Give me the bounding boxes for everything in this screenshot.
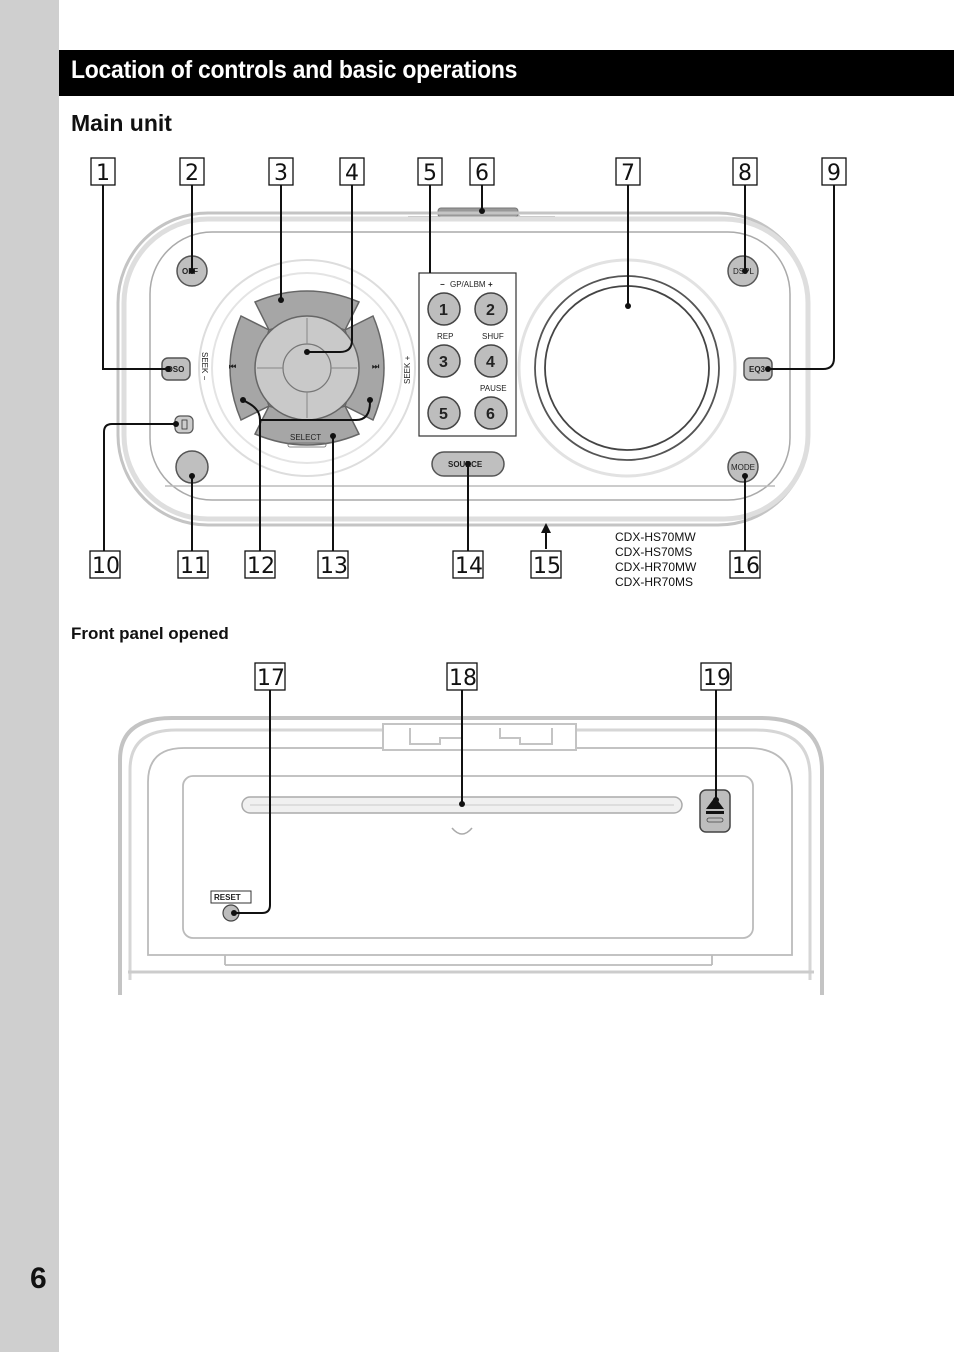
model-4: CDX-HR70MS [615, 575, 693, 589]
main-unit-diagram: ⏮ ⏭ SELECT SEEK − SEEK + OFF DSPL DSO EQ… [89, 157, 847, 589]
callout-8: 8 [732, 157, 758, 186]
preset-button-3[interactable]: 3 [427, 344, 461, 378]
callout-13: 13 [317, 550, 349, 579]
select-label: SELECT [290, 433, 321, 442]
svg-text:19: 19 [703, 666, 731, 691]
callout-4: 4 [339, 157, 365, 186]
page-side-strip [0, 0, 59, 1352]
svg-text:8: 8 [738, 161, 752, 186]
svg-text:16: 16 [732, 554, 760, 579]
front-panel-heading: Front panel opened [71, 624, 229, 643]
page-number: 6 [30, 1262, 47, 1295]
svg-text:13: 13 [320, 554, 348, 579]
svg-text:6: 6 [475, 161, 489, 186]
preset-button-4[interactable]: 4 [474, 344, 508, 378]
svg-text:17: 17 [257, 666, 285, 691]
reset-label: RESET [214, 893, 241, 902]
title-bar: Location of controls and basic operation… [59, 50, 954, 96]
rep-label: REP [437, 332, 453, 341]
svg-text:4: 4 [486, 354, 495, 371]
page-title: Location of controls and basic operation… [71, 56, 518, 84]
preset-button-2[interactable]: 2 [474, 292, 508, 326]
callout-11: 11 [177, 550, 209, 579]
svg-text:2: 2 [185, 161, 199, 186]
callout-18: 18 [446, 662, 478, 691]
svg-text:4: 4 [345, 161, 359, 186]
callout-9: 9 [821, 157, 847, 186]
preset-button-5[interactable]: 5 [427, 396, 461, 430]
callout-7: 7 [615, 157, 641, 186]
callout-14: 14 [452, 550, 484, 579]
next-track-glyph: ⏭ [372, 362, 380, 371]
callout-15: 15 [530, 550, 562, 579]
svg-text:7: 7 [621, 161, 635, 186]
svg-text:1: 1 [439, 302, 448, 319]
svg-text:6: 6 [486, 406, 495, 423]
callout-16: 16 [729, 550, 761, 579]
svg-text:15: 15 [533, 554, 561, 579]
front-panel-diagram: RESET 17 18 19 [118, 662, 824, 995]
minus-label: − [440, 280, 445, 289]
svg-text:10: 10 [92, 554, 120, 579]
pause-label: PAUSE [480, 384, 507, 393]
model-3: CDX-HR70MW [615, 560, 697, 574]
callout-5: 5 [417, 157, 443, 186]
model-2: CDX-HS70MS [615, 545, 692, 559]
svg-text:11: 11 [180, 554, 208, 579]
callout-19: 19 [700, 662, 732, 691]
main-unit-heading: Main unit [71, 110, 172, 136]
callout-3: 3 [268, 157, 294, 186]
svg-text:3: 3 [439, 354, 448, 371]
svg-text:5: 5 [423, 161, 437, 186]
preset-button-1[interactable]: 1 [427, 292, 461, 326]
seek-minus-label: SEEK − [200, 352, 209, 381]
callout-12: 12 [244, 550, 276, 579]
callout-10: 10 [89, 550, 121, 579]
seek-plus-label: SEEK + [403, 355, 412, 384]
preset-button-6[interactable]: 6 [474, 396, 508, 430]
mode-label: MODE [731, 463, 755, 472]
callout-1: 1 [90, 157, 116, 186]
model-1: CDX-HS70MW [615, 530, 696, 544]
svg-text:2: 2 [486, 302, 495, 319]
svg-text:3: 3 [274, 161, 288, 186]
svg-text:12: 12 [247, 554, 275, 579]
svg-text:1: 1 [96, 161, 110, 186]
eq3-label: EQ3 [749, 365, 766, 374]
reset-label-box: RESET [210, 890, 252, 904]
dso-label: DSO [167, 365, 184, 374]
leader-lines [102, 185, 835, 551]
callout-2: 2 [179, 157, 205, 186]
shuf-label: SHUF [482, 332, 504, 341]
callout-6: 6 [469, 157, 495, 186]
plus-label: + [488, 280, 493, 289]
gp-albm-label: GP/ALBM [450, 280, 486, 289]
mode-button[interactable]: MODE [727, 451, 759, 483]
prev-track-glyph: ⏮ [229, 362, 236, 371]
svg-text:5: 5 [439, 406, 448, 423]
eject-icon [706, 797, 724, 809]
svg-text:18: 18 [449, 666, 477, 691]
callout-17: 17 [254, 662, 286, 691]
svg-text:14: 14 [455, 554, 483, 579]
svg-text:9: 9 [827, 161, 841, 186]
